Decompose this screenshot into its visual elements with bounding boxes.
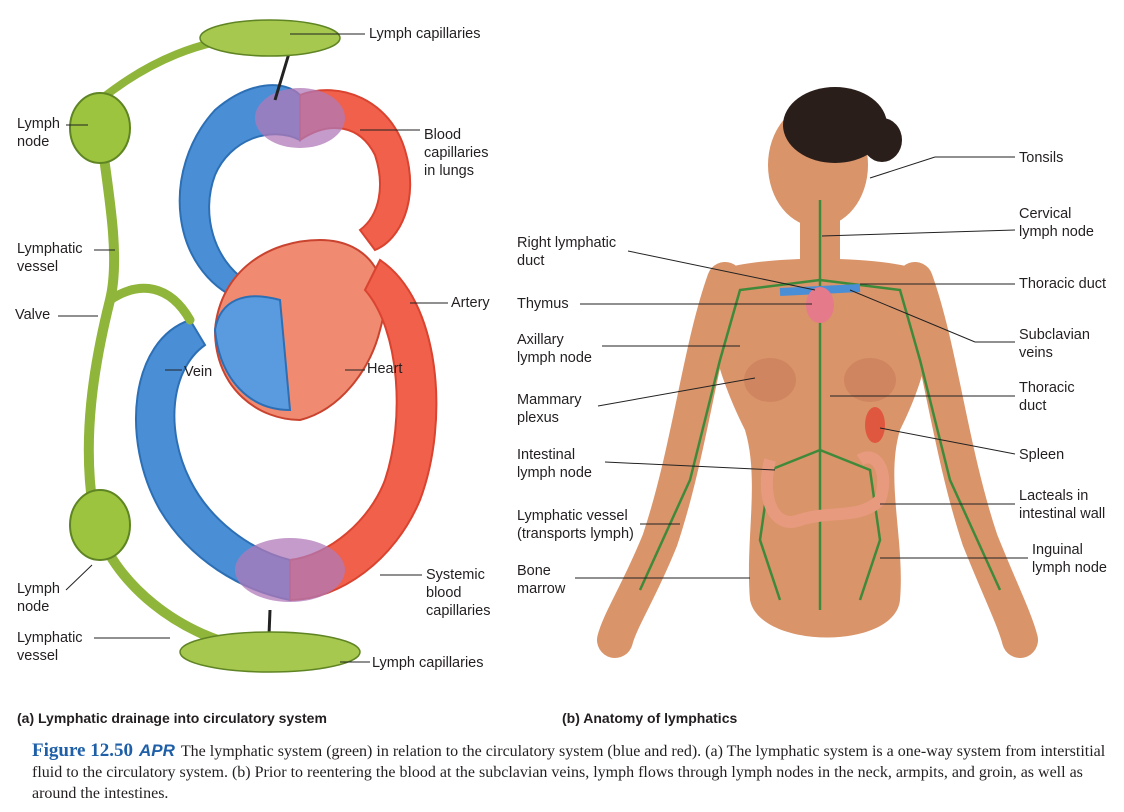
label-line: Mammary xyxy=(517,392,582,408)
lymph-vessel-branch xyxy=(105,283,195,325)
label-line: capillaries xyxy=(424,145,489,161)
label-spleen: Spleen xyxy=(1019,447,1065,463)
label-line: in lungs xyxy=(424,163,474,179)
label-line: blood xyxy=(426,585,462,601)
label-line: Blood xyxy=(424,127,462,143)
label-line: Intestinal xyxy=(517,447,576,463)
label-line: Lymphatic vessel xyxy=(517,508,628,524)
label-blood-capillaries-lungs: Blood capillaries in lungs xyxy=(424,126,488,180)
label-line: marrow xyxy=(517,581,566,597)
label-line: node xyxy=(17,134,50,150)
label-line: Systemic xyxy=(426,567,485,583)
label-line: Lymphatic xyxy=(17,241,83,257)
intestine-shape xyxy=(760,451,890,528)
label-right-lymphatic-duct: Right lymphatic duct xyxy=(517,234,616,270)
label-line: veins xyxy=(1019,345,1053,361)
lymph-capillaries-bottom-shape xyxy=(179,631,361,673)
label-line: Bone xyxy=(517,563,551,579)
lymph-capillaries-top-shape xyxy=(199,19,341,57)
label-lymph-capillaries-bottom: Lymph capillaries xyxy=(372,655,484,671)
label-axillary-lymph-node: Axillary lymph node xyxy=(517,331,592,367)
label-lymphatic-vessel-top: Lymphatic vessel xyxy=(17,240,83,276)
label-vein: Vein xyxy=(184,364,213,380)
label-line: Inguinal xyxy=(1032,542,1083,558)
label-line: duct xyxy=(1019,398,1047,414)
label-bone-marrow: Bone marrow xyxy=(517,562,565,598)
label-line: Lymphatic xyxy=(17,630,83,646)
label-line: lymph node xyxy=(1032,560,1107,576)
caption-text: The lymphatic system (green) in relation… xyxy=(32,743,1106,802)
label-line: duct xyxy=(517,253,545,269)
label-artery: Artery xyxy=(451,295,490,311)
figure-number: Figure 12.50 xyxy=(32,740,133,761)
thymus-shape xyxy=(806,287,834,323)
label-line: Subclavian xyxy=(1019,327,1090,343)
label-thymus: Thymus xyxy=(517,296,569,312)
lymphatic-diagram-art xyxy=(58,19,1038,673)
label-subclavian-veins: Subclavian veins xyxy=(1019,326,1090,362)
label-line: vessel xyxy=(17,259,59,275)
label-thoracic-duct-2: Thoracic duct xyxy=(1019,379,1075,415)
label-inguinal-lymph-node: Inguinal lymph node xyxy=(1032,541,1107,577)
heart-right-side xyxy=(213,295,292,412)
label-line: Lymph xyxy=(17,116,60,132)
systemic-capillary-bed xyxy=(235,538,345,602)
label-line: node xyxy=(17,599,50,615)
label-cervical-lymph-node: Cervical lymph node xyxy=(1019,205,1094,241)
label-heart: Heart xyxy=(367,361,403,377)
panel-a-title: (a) Lymphatic drainage into circulatory … xyxy=(17,710,327,726)
label-valve: Valve xyxy=(15,307,51,323)
apr-badge: APR xyxy=(138,741,175,760)
label-line: Lymph xyxy=(17,581,60,597)
label-line: Cervical xyxy=(1019,206,1072,222)
label-line: lymph node xyxy=(1019,224,1094,240)
label-line: lymph node xyxy=(517,465,592,481)
label-tonsils: Tonsils xyxy=(1019,150,1064,166)
label-thoracic-duct-1: Thoracic duct xyxy=(1019,276,1107,292)
lung-capillary-bed xyxy=(255,88,345,148)
label-lymph-node-bottom: Lymph node xyxy=(17,580,60,616)
label-line: Lacteals in xyxy=(1019,488,1089,504)
label-mammary-plexus: Mammary plexus xyxy=(517,391,581,427)
label-line: capillaries xyxy=(426,603,491,619)
label-lymphatic-vessel: Lymphatic vessel (transports lymph) xyxy=(517,507,634,543)
lymph-vessel-main xyxy=(83,125,265,655)
panel-b-leaders xyxy=(575,156,1028,579)
label-line: (transports lymph) xyxy=(517,526,634,542)
panel-a-leaders xyxy=(58,33,448,663)
label-line: lymph node xyxy=(517,350,592,366)
label-line: Axillary xyxy=(517,332,564,348)
lymph-node-top-shape xyxy=(69,92,131,164)
label-lymph-capillaries-top: Lymph capillaries xyxy=(369,26,481,42)
label-lacteals: Lacteals in intestinal wall xyxy=(1019,487,1105,523)
label-lymph-node-top: Lymph node xyxy=(17,115,60,151)
label-intestinal-lymph-node: Intestinal lymph node xyxy=(517,446,592,482)
label-line: plexus xyxy=(517,410,559,426)
label-systemic-capillaries: Systemic blood capillaries xyxy=(426,566,490,620)
label-line: Right lymphatic xyxy=(517,235,617,251)
label-line: Thoracic xyxy=(1019,380,1075,396)
human-body-figure xyxy=(597,87,1038,658)
spleen-shape xyxy=(865,407,885,443)
lymph-node-bottom-shape xyxy=(69,489,131,561)
flow-arrow-top xyxy=(273,49,292,101)
label-lymphatic-vessel-bottom: Lymphatic vessel xyxy=(17,629,83,665)
label-line: vessel xyxy=(17,648,59,664)
panel-b-title: (b) Anatomy of lymphatics xyxy=(562,710,738,726)
label-line: intestinal wall xyxy=(1019,506,1106,522)
